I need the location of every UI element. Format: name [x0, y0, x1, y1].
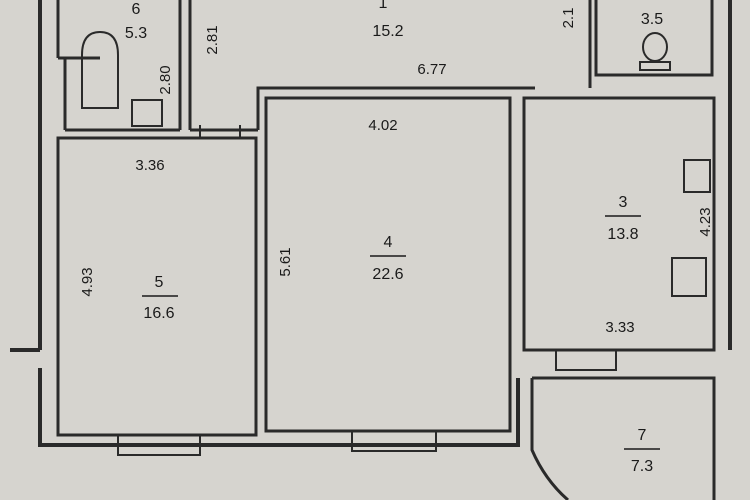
room-6-number: 6 — [132, 1, 141, 18]
sink — [131, 99, 163, 127]
room-1-area: 15.2 — [372, 23, 403, 40]
bathtub — [81, 30, 119, 109]
room-6-area: 5.3 — [125, 25, 147, 42]
room-5-area: 16.6 — [143, 305, 174, 322]
wall-room-5 — [56, 136, 258, 437]
dimension-3-33: 3.33 — [605, 319, 634, 336]
wall-room-4 — [264, 96, 512, 433]
room-3-number: 3 — [619, 194, 628, 211]
dimension-2-1: 2.1 — [560, 8, 577, 29]
wall-room-1 — [188, 0, 592, 132]
wall-room-6 — [56, 0, 182, 132]
dimension-2-80: 2.80 — [157, 65, 174, 94]
wall-room-2 — [594, 0, 714, 77]
dimension-labels: 2.81 2.80 2.1 6.77 4.02 3.36 4.93 5.61 4… — [79, 8, 714, 336]
wall-room-7 — [530, 376, 716, 500]
room-3-area: 13.8 — [607, 226, 638, 243]
room-4-number: 4 — [384, 234, 393, 251]
stove — [671, 257, 707, 297]
wall-room-3 — [522, 96, 716, 352]
room-1-number: 1 — [379, 0, 388, 12]
room-4-area: 22.6 — [372, 266, 403, 283]
room-2-area: 3.5 — [641, 11, 663, 28]
room-5-number: 5 — [155, 274, 164, 291]
dimension-2-81: 2.81 — [204, 25, 221, 54]
room-7-area: 7.3 — [631, 458, 653, 475]
dimension-4-02: 4.02 — [368, 117, 397, 134]
dimension-4-23: 4.23 — [697, 207, 714, 236]
dimension-6-77: 6.77 — [417, 61, 446, 78]
dimension-3-36: 3.36 — [135, 157, 164, 174]
outer-wall — [10, 0, 732, 447]
toilet-tank — [639, 61, 671, 71]
window-sills — [117, 125, 617, 456]
room-labels: 6 5.3 1 15.2 2 3.5 5 16.6 4 22.6 3 13.8 … — [125, 0, 663, 475]
dimension-5-61: 5.61 — [277, 247, 294, 276]
walls — [10, 0, 732, 500]
room-7-number: 7 — [638, 427, 647, 444]
room-2-number: 2 — [648, 0, 657, 4]
kitchen-sink — [683, 159, 711, 193]
dimension-4-93: 4.93 — [79, 267, 96, 296]
